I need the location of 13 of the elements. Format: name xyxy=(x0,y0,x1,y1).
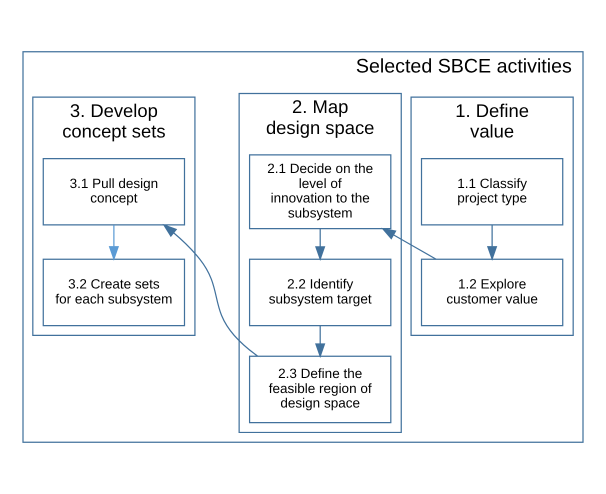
arrow xyxy=(486,225,498,261)
node-box: 2.1 Decide on the level of innovation to the subsystem xyxy=(248,154,392,230)
arrow xyxy=(381,228,436,260)
arrow xyxy=(315,228,326,261)
node-box: 3.2 Create sets for each subsystem xyxy=(42,258,186,326)
arrow xyxy=(162,224,258,356)
node-box: 2.2 Identify subsystem target xyxy=(248,258,392,326)
node-box: 1.1 Classify project type xyxy=(420,158,564,226)
node-box: 3.1 Pull design concept xyxy=(42,158,186,226)
node-box: 2.3 Define the feasible region of design space xyxy=(248,356,392,424)
arrow xyxy=(315,326,326,358)
node-box: 1.2 Explore customer value xyxy=(420,258,564,326)
arrow xyxy=(108,225,120,261)
